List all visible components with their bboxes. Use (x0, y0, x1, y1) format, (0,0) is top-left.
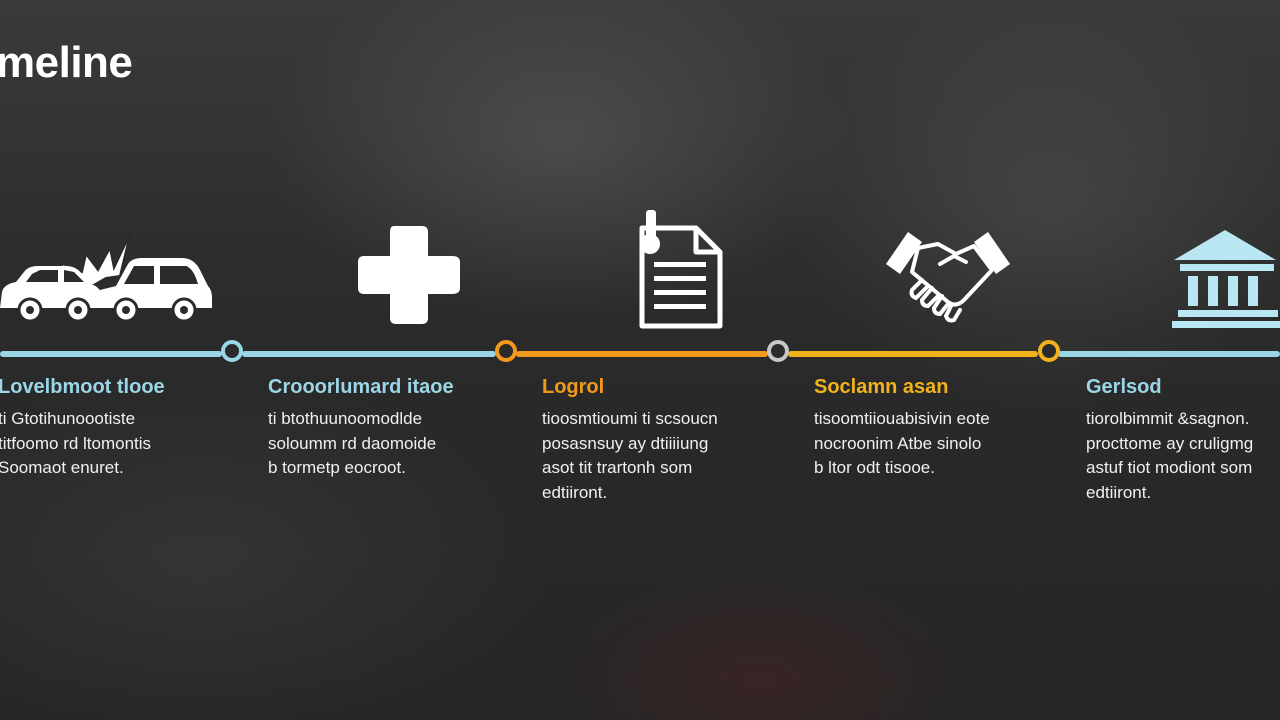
step-title: Logrol (542, 376, 605, 398)
document-icon (639, 210, 723, 329)
step-title: Crooorlumard itaoe (268, 376, 454, 398)
medical-cross-icon (358, 226, 460, 324)
step-description: ti Gtotihunoootiste titfoomo rd ltomonti… (0, 409, 152, 477)
timeline-node-2 (495, 340, 517, 362)
timeline-node-1 (221, 340, 243, 362)
step-title: Lovelbmoot tlooe (0, 376, 165, 398)
page-title: meline (0, 38, 133, 87)
step-title: Gerlsod (1086, 376, 1162, 398)
timeline-step-4: Soclamn asan tisoomtiiouabisivin eote no… (814, 376, 1064, 481)
handshake-icon (886, 232, 1010, 323)
step-description: tiorolbimmit &sagnon. procttome ay cruli… (1086, 409, 1254, 502)
timeline-segment-2 (242, 351, 496, 357)
car-crash-icon (0, 233, 212, 323)
timeline-segment-3 (516, 351, 768, 357)
step-title: Soclamn asan (814, 376, 949, 398)
courthouse-icon (1172, 230, 1280, 328)
step-description: tioosmtioumi ti scsoucn posasnsuy ay dti… (542, 409, 718, 502)
timeline-step-5: Gerlsod tiorolbimmit &sagnon. procttome … (1086, 376, 1280, 505)
timeline-segment-1 (0, 351, 222, 357)
timeline-step-3: Logrol tioosmtioumi ti scsoucn posasnsuy… (542, 376, 792, 505)
timeline-step-1: Lovelbmoot tlooe ti Gtotihunoootiste tit… (0, 376, 248, 481)
timeline-segment-4 (788, 351, 1038, 357)
timeline-node-4 (1038, 340, 1060, 362)
timeline-node-3 (767, 340, 789, 362)
step-description: ti btothuunoomodlde soloumm rd daomoide … (268, 409, 437, 477)
timeline-step-2: Crooorlumard itaoe ti btothuunoomodlde s… (268, 376, 518, 481)
step-description: tisoomtiiouabisivin eote nocroonim Atbe … (814, 409, 990, 477)
timeline-segment-5 (1058, 351, 1280, 357)
